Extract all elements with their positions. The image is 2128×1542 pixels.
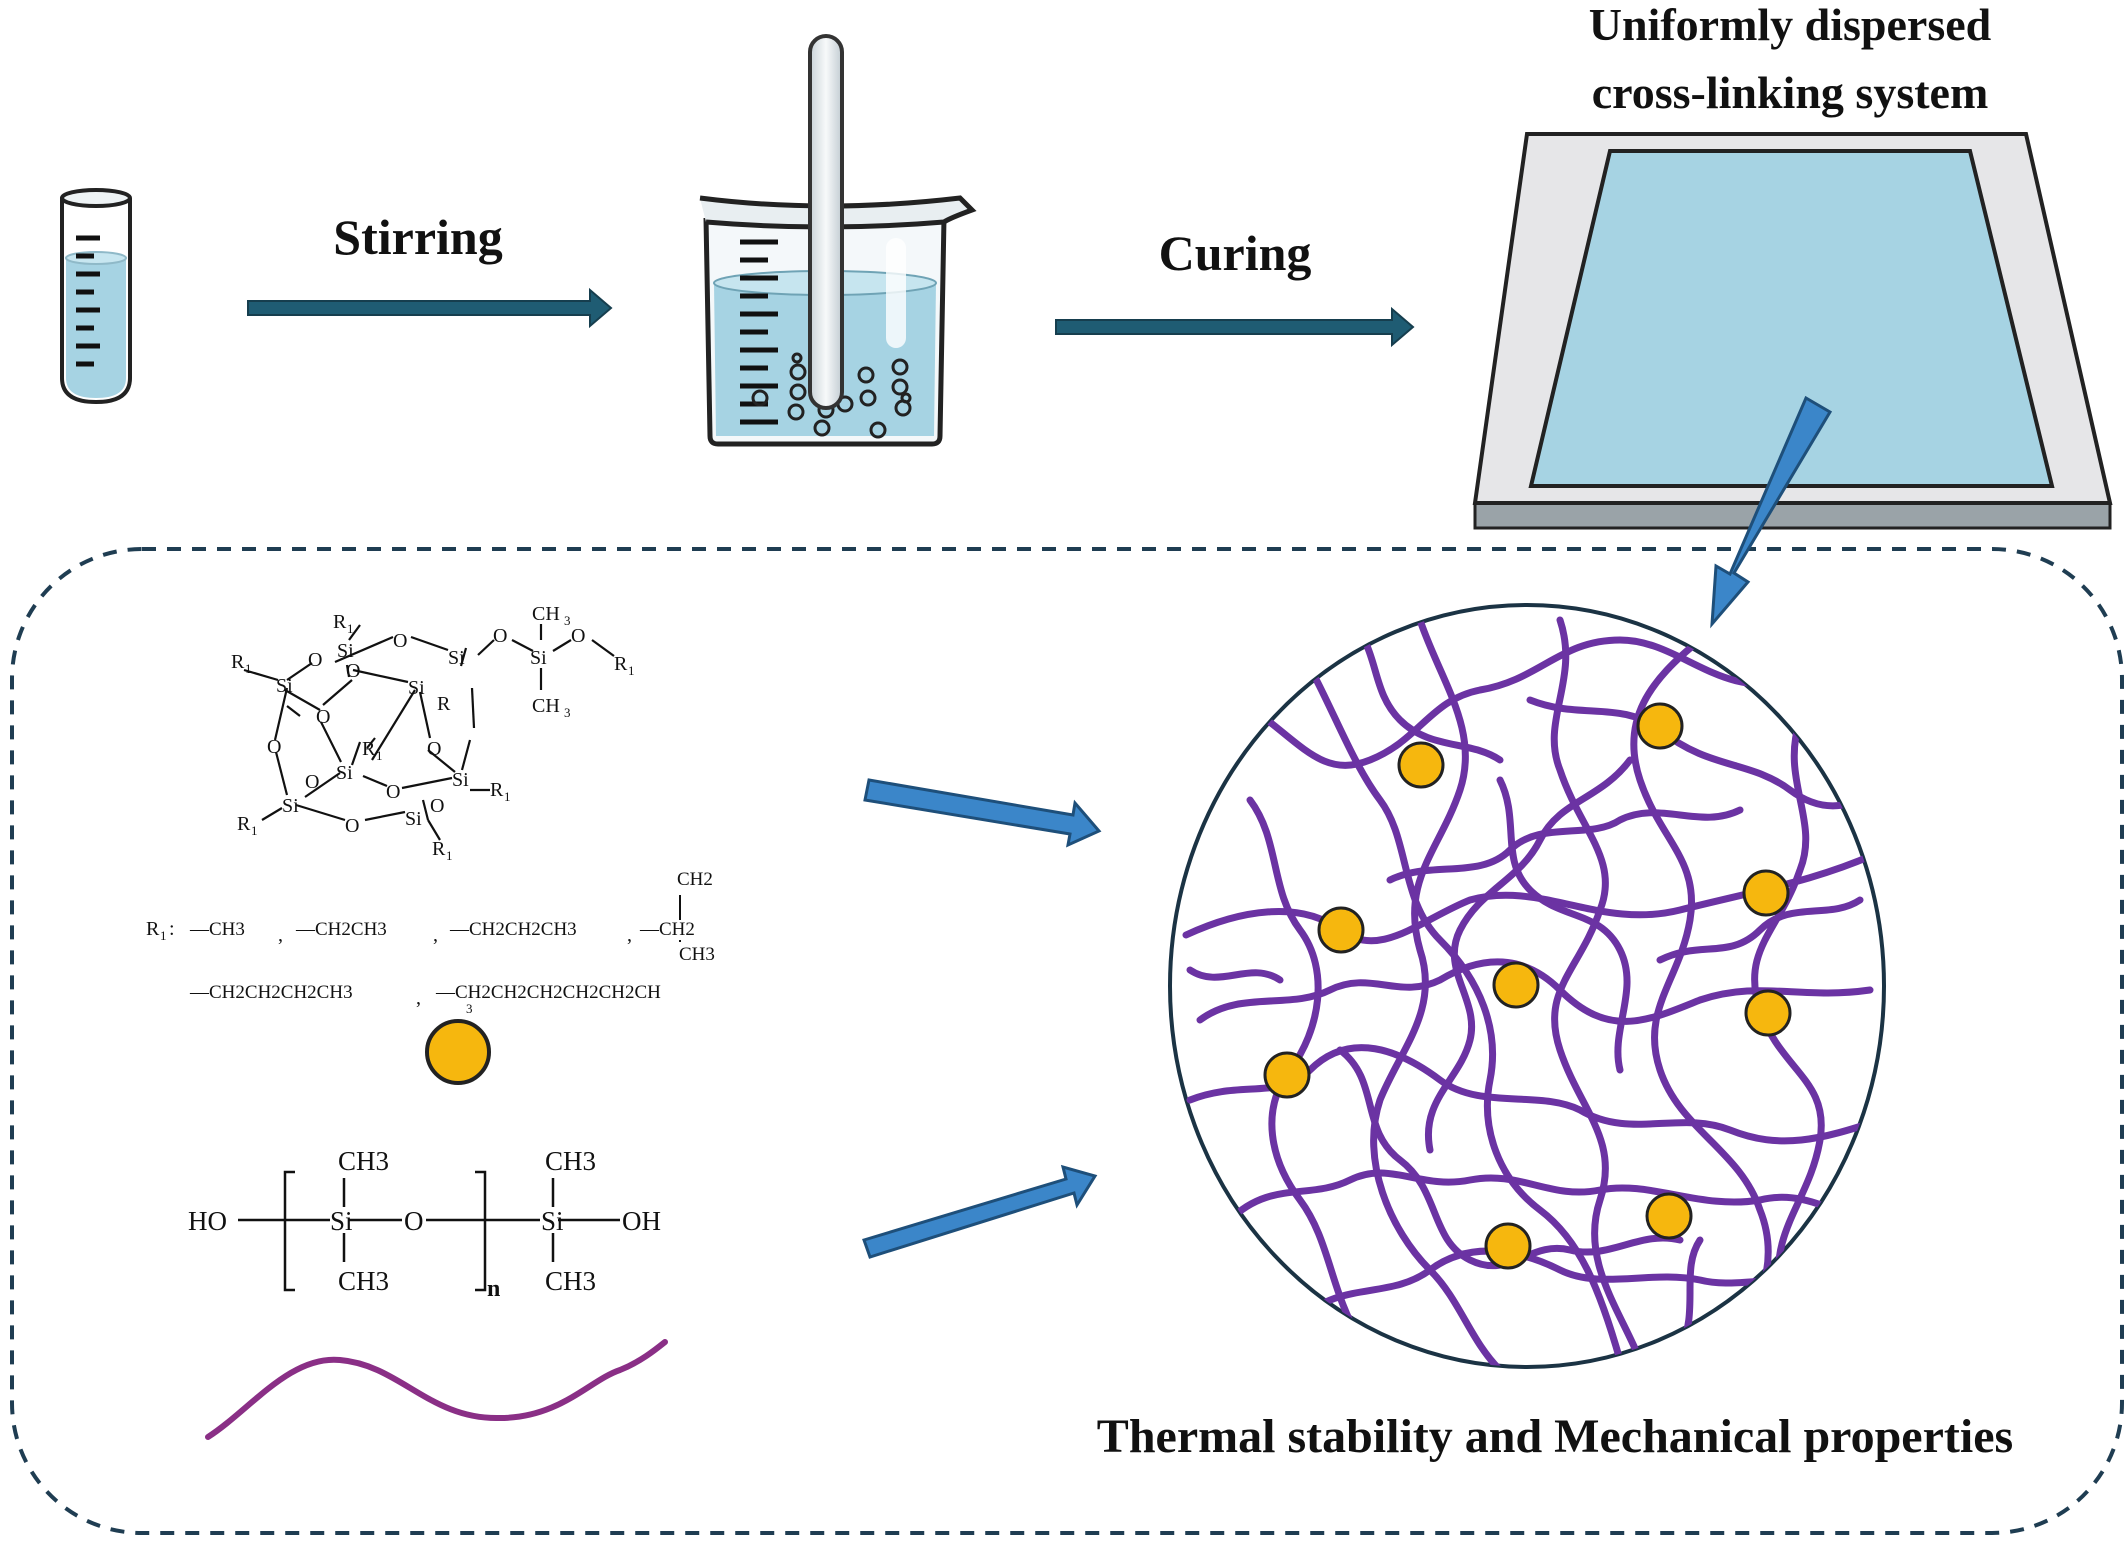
svg-text:Si: Si	[337, 640, 354, 662]
svg-text:,: ,	[416, 987, 421, 1009]
svg-text:CH3: CH3	[338, 1146, 389, 1176]
svg-text:1: 1	[376, 748, 383, 763]
svg-text:,: ,	[278, 924, 283, 946]
svg-text:1: 1	[347, 621, 354, 636]
stirring-label: Stirring	[333, 209, 502, 265]
mold-to-network-arrow	[1710, 395, 1833, 629]
beaker-icon	[699, 34, 977, 447]
svg-text:R: R	[362, 738, 376, 760]
svg-text:HO: HO	[188, 1206, 227, 1236]
svg-text:3: 3	[466, 1001, 473, 1016]
mold-tray-icon	[1472, 132, 2113, 530]
svg-text:R: R	[231, 651, 245, 673]
poss-structure	[243, 624, 615, 841]
svg-text:O: O	[404, 1206, 424, 1236]
svg-text:R: R	[437, 693, 451, 715]
test-tube-icon	[60, 188, 132, 405]
svg-text:1: 1	[245, 661, 252, 676]
pdms-chain-legend	[205, 1339, 668, 1440]
svg-text:1: 1	[446, 848, 453, 863]
r1-definition: R 1 : —CH3 , —CH2CH3 , —CH2CH2CH3 , CH2 …	[146, 869, 715, 1016]
svg-text:R: R	[432, 838, 446, 860]
svg-text:,: ,	[627, 924, 632, 946]
svg-text:1: 1	[504, 789, 511, 804]
svg-text:—CH2CH2CH2CH3: —CH2CH2CH2CH3	[189, 982, 353, 1003]
svg-text:O: O	[493, 625, 507, 647]
svg-text:R: R	[146, 918, 160, 940]
svg-text:Si: Si	[452, 769, 469, 791]
svg-text:—CH2: —CH2	[639, 919, 695, 940]
svg-text:Si: Si	[282, 795, 299, 817]
svg-text:,: ,	[433, 924, 438, 946]
svg-text:CH: CH	[532, 603, 560, 625]
svg-text:R: R	[490, 779, 504, 801]
svg-text:CH: CH	[532, 695, 560, 717]
svg-text:Si: Si	[330, 1206, 353, 1236]
pdms-to-network-arrow	[862, 1164, 1098, 1259]
svg-text:Si: Si	[448, 647, 465, 669]
svg-text:CH3: CH3	[679, 944, 715, 965]
svg-text:O: O	[308, 649, 322, 671]
svg-text:3: 3	[564, 705, 571, 720]
result-label: Thermal stability and Mechanical propert…	[1097, 1410, 2013, 1463]
svg-text:O: O	[571, 625, 585, 647]
svg-text:Si: Si	[408, 677, 425, 699]
svg-text:O: O	[316, 706, 330, 728]
stirring-arrow	[247, 287, 613, 329]
mold-label-line1: Uniformly dispersed	[1589, 0, 1992, 50]
pdms-structure: HO Si O CH3 CH3 n Si OH CH3 CH3	[188, 1146, 661, 1302]
svg-text:1: 1	[628, 663, 635, 678]
svg-text:Si: Si	[276, 675, 293, 697]
svg-text:—CH2CH2CH3: —CH2CH2CH3	[449, 919, 577, 940]
svg-text:CH2: CH2	[677, 869, 713, 890]
svg-text:—CH2CH3: —CH2CH3	[295, 919, 387, 940]
curing-arrow	[1055, 306, 1415, 348]
svg-text:O: O	[430, 795, 444, 817]
svg-text:—CH3: —CH3	[189, 919, 245, 940]
svg-text:Si: Si	[530, 647, 547, 669]
svg-text:CH3: CH3	[545, 1266, 596, 1296]
svg-text:R: R	[237, 813, 251, 835]
svg-text:Si: Si	[405, 808, 422, 830]
svg-text:R: R	[614, 653, 628, 675]
svg-text:1: 1	[160, 928, 167, 943]
svg-text:Si: Si	[541, 1206, 564, 1236]
mold-label-line2: cross-linking system	[1592, 67, 1989, 118]
poss-to-network-arrow	[863, 778, 1102, 848]
svg-text:O: O	[305, 771, 319, 793]
svg-text:OH: OH	[622, 1206, 661, 1236]
svg-text::: :	[169, 918, 175, 940]
svg-text:O: O	[427, 738, 441, 760]
svg-text:—CH2CH2CH2CH2CH2CH: —CH2CH2CH2CH2CH2CH	[435, 982, 661, 1003]
svg-text:O: O	[267, 736, 281, 758]
svg-text:O: O	[346, 660, 360, 682]
svg-text:1: 1	[251, 823, 258, 838]
structure-panel-border	[10, 547, 2124, 1535]
curing-label: Curing	[1159, 225, 1312, 281]
svg-text:Si: Si	[336, 762, 353, 784]
svg-text:n: n	[487, 1276, 500, 1302]
svg-text:CH3: CH3	[338, 1266, 389, 1296]
svg-text:R: R	[333, 611, 347, 633]
svg-text:CH3: CH3	[545, 1146, 596, 1176]
crosslinker-legend-dot	[425, 1019, 491, 1085]
crosslinked-network	[1168, 603, 1886, 1369]
svg-text:O: O	[386, 781, 400, 803]
svg-text:O: O	[393, 630, 407, 652]
svg-text:3: 3	[564, 613, 571, 628]
svg-text:O: O	[345, 815, 359, 837]
